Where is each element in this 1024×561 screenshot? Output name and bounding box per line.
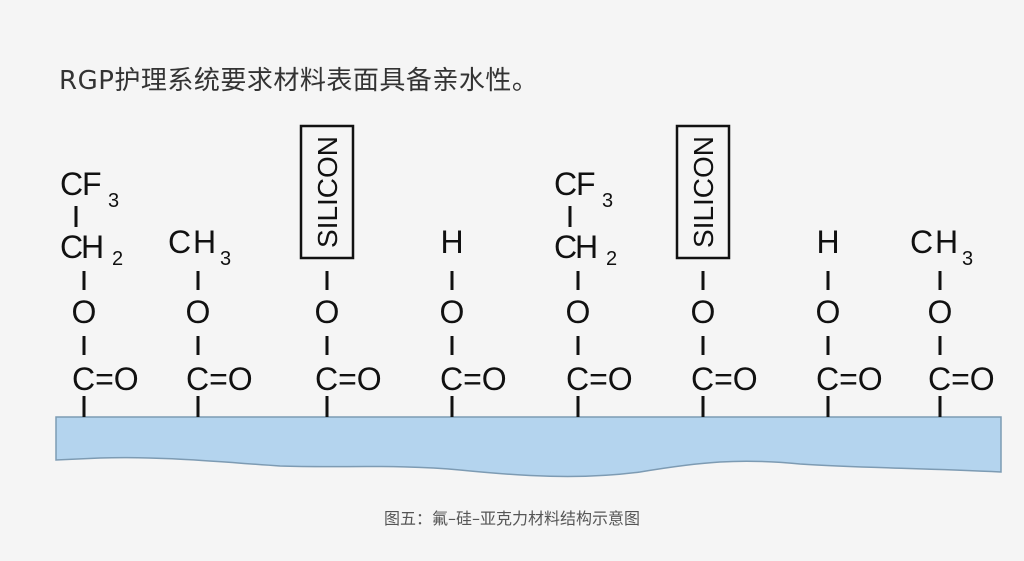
carbonyl-group: C=O (72, 361, 139, 397)
methyl-hydrogen: H (935, 224, 958, 260)
methyl-carbon: C (168, 224, 191, 260)
ester-oxygen: O (816, 294, 841, 330)
side-chain-silicon: C=O O SILICON (299, 124, 382, 417)
methyl-carbon: C (910, 224, 933, 260)
silicon-box (299, 124, 355, 260)
side-chain-h: C=O OH (440, 224, 507, 417)
ester-oxygen: O (928, 294, 953, 330)
figure-caption: 图五：氟–硅–亚克力材料结构示意图 (383, 509, 640, 528)
hydroxyl-hydrogen: H (440, 224, 463, 260)
silicon-box (675, 124, 731, 260)
silicon-label: SILICON (312, 136, 343, 248)
methylene-carbon: C (554, 229, 577, 265)
hydroxyl-hydrogen: H (816, 224, 839, 260)
methyl-hydrogen: H (193, 224, 216, 260)
methylene-hydrogen: H (81, 229, 104, 265)
side-chain-silicon: C=O O SILICON (675, 124, 758, 417)
carbonyl-group: C=O (315, 361, 382, 397)
subscript-3: 3 (602, 190, 613, 212)
subscript-3: 3 (220, 248, 231, 270)
carbonyl-group: C=O (186, 361, 253, 397)
subscript-3: 3 (962, 248, 973, 270)
carbonyl-group: C=O (928, 361, 995, 397)
ester-oxygen: O (186, 294, 211, 330)
methylene-hydrogen: H (575, 229, 598, 265)
fluoro-carbon: C (554, 166, 577, 202)
carbonyl-group: C=O (566, 361, 633, 397)
ester-oxygen: O (72, 294, 97, 330)
ester-oxygen: O (440, 294, 465, 330)
fluorine: F (576, 166, 596, 202)
side-chain-h: C=O OH (816, 224, 883, 417)
ester-oxygen: O (315, 294, 340, 330)
carbonyl-group: C=O (691, 361, 758, 397)
ester-oxygen: O (691, 294, 716, 330)
carbonyl-group: C=O (816, 361, 883, 397)
ester-oxygen: O (566, 294, 591, 330)
fluoro-carbon: C (60, 166, 83, 202)
methylene-carbon: C (60, 229, 83, 265)
subscript-3: 3 (108, 190, 119, 212)
subscript-2: 2 (112, 248, 123, 270)
silicon-label: SILICON (688, 136, 719, 248)
carbonyl-group: C=O (440, 361, 507, 397)
material-surface (55, 416, 1002, 478)
subscript-2: 2 (606, 248, 617, 270)
headline: RGP护理系统要求材料表面具备亲水性。 (59, 66, 539, 96)
fluorine: F (82, 166, 102, 202)
